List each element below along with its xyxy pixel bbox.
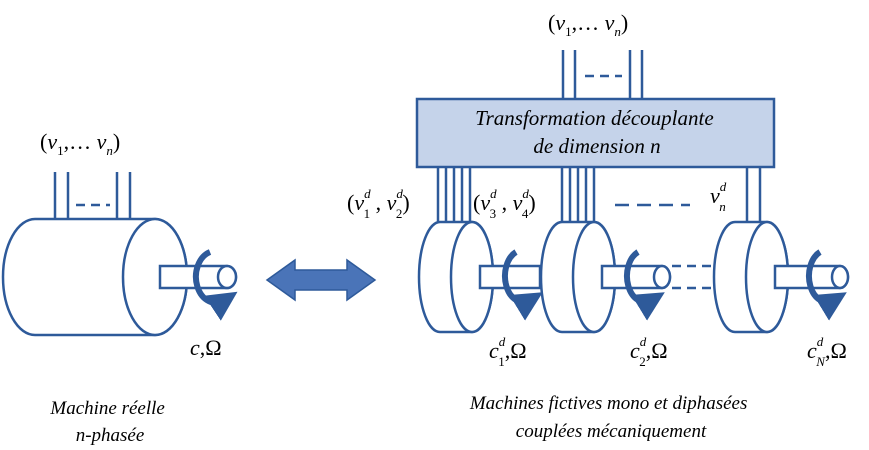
fictive-machine-2	[539, 220, 672, 334]
fictive-machine-1	[417, 220, 542, 334]
svg-text:Transformation découplante: Transformation découplante de dimension …	[475, 106, 719, 158]
fictive-caption: Machines fictives mono et diphasées coup…	[469, 393, 752, 442]
real-machine: (v1,… vn) c,Ω Machine réelle n-phasée	[1, 129, 238, 446]
real-machine-body	[1, 217, 189, 337]
fictive-rotation-arrow-1	[502, 249, 543, 321]
fictive-system: (v1,… vn) Transformation découplante de …	[347, 10, 850, 442]
coupling-dashed-shaft	[672, 264, 720, 290]
real-output-label: c,Ω	[190, 335, 222, 360]
real-machine-shaft	[158, 264, 238, 290]
real-rotation-arrow	[192, 249, 238, 321]
equivalence-double-arrow	[265, 258, 377, 302]
fictive-machine-n	[712, 220, 850, 334]
fictive-rotation-arrow-n	[806, 249, 847, 321]
real-input-wires	[53, 172, 132, 222]
real-input-label: (v1,… vn)	[40, 129, 120, 158]
fictive-machine-wires	[436, 167, 762, 222]
transform-box: Transformation découplante de dimension …	[415, 97, 776, 169]
fictive-input-wires	[561, 50, 644, 99]
fictive-input-label: (v1,… vn)	[548, 10, 628, 39]
real-caption: Machine réelle n-phasée	[49, 398, 169, 446]
fictive-rotation-arrow-2	[624, 249, 665, 321]
